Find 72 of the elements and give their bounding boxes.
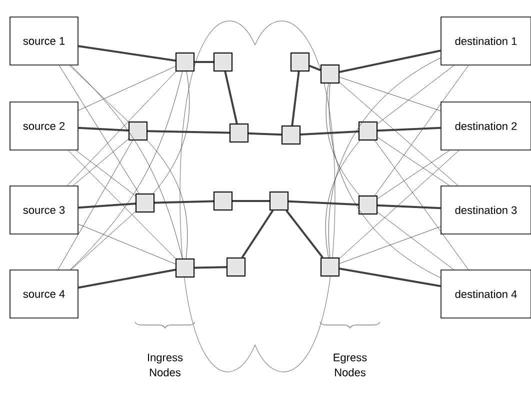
connector-line bbox=[70, 211, 136, 270]
connector-line bbox=[76, 150, 136, 196]
source-box: source 4 bbox=[10, 270, 78, 318]
connector-line bbox=[241, 210, 274, 258]
connector-line bbox=[286, 210, 324, 258]
connector-line bbox=[328, 58, 441, 258]
connector-line bbox=[68, 150, 176, 259]
network-node bbox=[230, 124, 248, 142]
connector-line bbox=[232, 200, 270, 202]
group-label: Egress Nodes bbox=[334, 354, 367, 376]
destination-box: destination 1 bbox=[440, 16, 531, 66]
connector-line bbox=[78, 202, 136, 209]
connector-line bbox=[339, 50, 441, 73]
connector-line bbox=[248, 132, 282, 136]
network-node bbox=[136, 194, 154, 212]
connector-line bbox=[224, 71, 238, 124]
network-node bbox=[226, 258, 246, 276]
destination-box: destination 4 bbox=[440, 270, 531, 318]
network-node bbox=[358, 122, 378, 140]
connector-line bbox=[377, 65, 454, 124]
connector-line bbox=[339, 226, 441, 264]
connector-line bbox=[339, 268, 441, 288]
network-node bbox=[358, 196, 378, 214]
network-node bbox=[320, 258, 340, 276]
group-label: Ingress Nodes bbox=[148, 354, 183, 376]
connector-line bbox=[194, 61, 214, 63]
connector-line bbox=[78, 66, 176, 111]
connector-line bbox=[58, 65, 140, 194]
connector-line bbox=[325, 140, 360, 258]
destination-box: destination 3 bbox=[440, 186, 531, 234]
connector-line bbox=[78, 45, 176, 62]
connector-line bbox=[291, 71, 300, 126]
network-node bbox=[290, 52, 310, 72]
connector-line bbox=[377, 204, 441, 210]
connector-line bbox=[309, 64, 321, 72]
connector-line bbox=[67, 71, 176, 186]
connector-line bbox=[147, 130, 230, 134]
connector-line bbox=[377, 150, 450, 199]
network-node bbox=[214, 52, 232, 72]
connector-line bbox=[377, 137, 450, 186]
source-box: source 2 bbox=[10, 102, 78, 150]
connector-line bbox=[377, 212, 454, 270]
connector-line bbox=[58, 140, 133, 270]
connector-line bbox=[153, 71, 190, 194]
connector-line bbox=[339, 76, 441, 112]
network-node bbox=[128, 122, 148, 140]
connector-line bbox=[300, 130, 359, 136]
network-node bbox=[282, 126, 300, 144]
connector-line bbox=[288, 200, 359, 206]
connector-line bbox=[326, 83, 360, 196]
connector-line bbox=[78, 268, 176, 289]
network-node bbox=[214, 192, 232, 210]
source-box: source 1 bbox=[10, 16, 78, 66]
connector-line bbox=[146, 140, 188, 259]
network-node bbox=[320, 64, 340, 84]
network-node bbox=[176, 52, 194, 72]
source-box: source 3 bbox=[10, 186, 78, 234]
connector-line bbox=[339, 82, 458, 186]
connector-line bbox=[339, 150, 460, 259]
connector-line bbox=[374, 65, 469, 196]
connector-line bbox=[154, 200, 214, 204]
connector-line bbox=[194, 266, 227, 269]
connector-line bbox=[377, 126, 441, 132]
connector-line bbox=[78, 224, 176, 264]
destination-box: destination 2 bbox=[440, 102, 531, 150]
connector-line bbox=[69, 65, 129, 122]
network-node bbox=[176, 258, 194, 278]
connector-line bbox=[328, 83, 441, 278]
connector-line bbox=[374, 140, 469, 270]
network-node bbox=[270, 192, 288, 210]
connector-line bbox=[72, 138, 129, 186]
connector-line bbox=[78, 126, 129, 132]
